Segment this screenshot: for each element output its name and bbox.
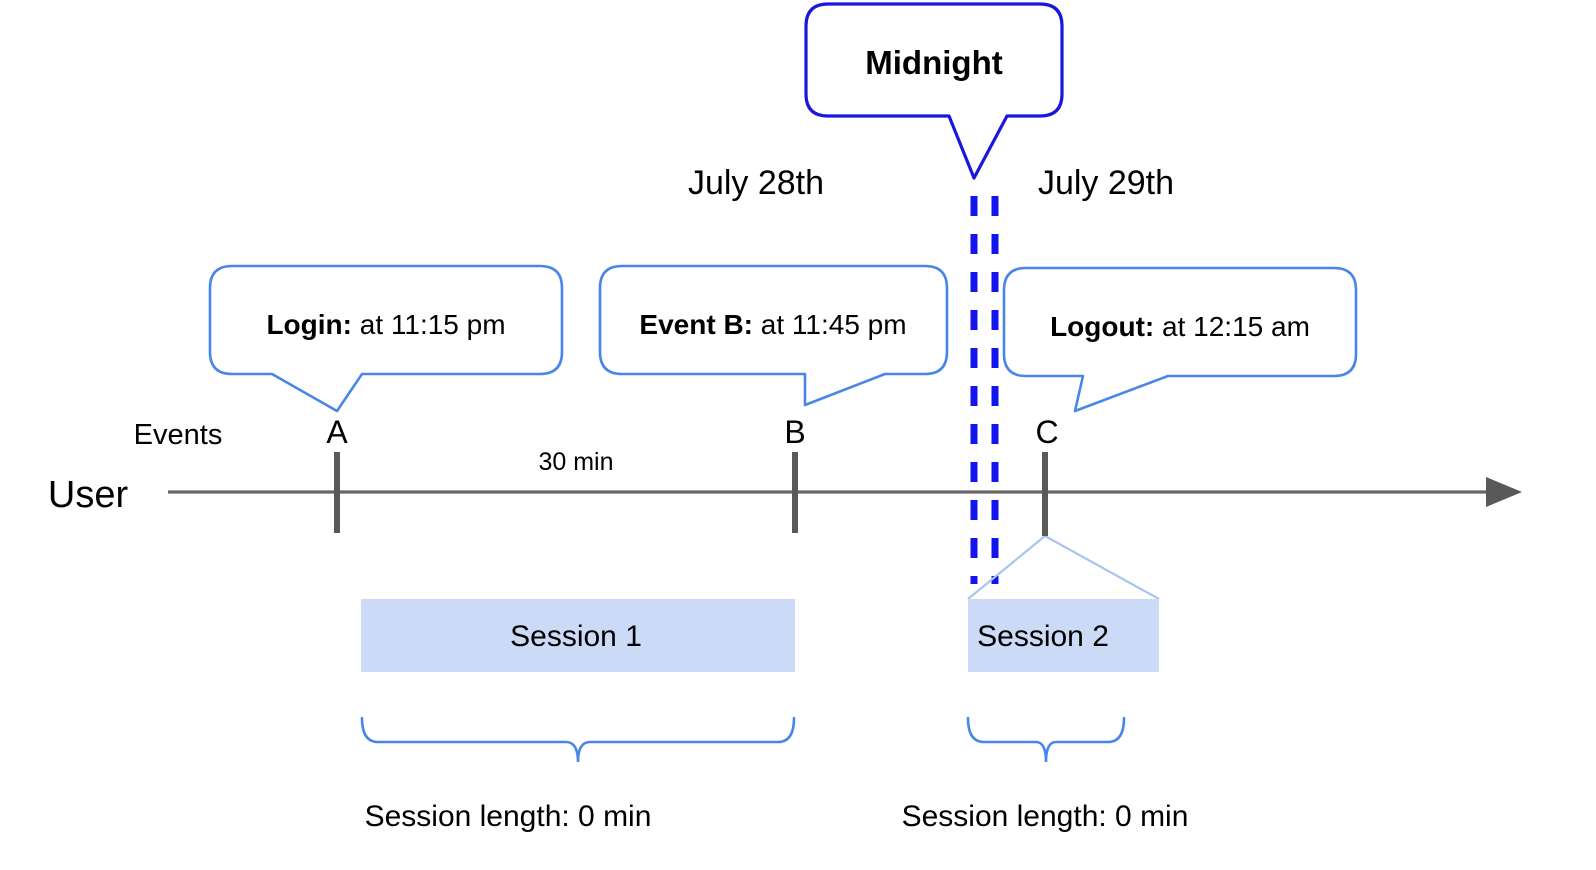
callout-event-b-shape[interactable] [598,264,949,407]
event-b-bubble-path [598,264,949,407]
callout-login-shape[interactable] [208,264,564,413]
axis-arrowhead [1486,477,1522,507]
timeline-axis [168,477,1522,507]
event-letter-b: B [784,414,805,450]
day-label-left: July 28th [688,164,824,202]
callout-login-rest: at 11:15 pm [352,309,506,340]
midnight-bubble-path [804,2,1064,180]
session-1-brace-path [360,716,796,763]
callout-event-b-rest: at 11:45 pm [753,309,907,340]
session-2-connector [967,535,1160,600]
event-tick-marks [334,452,1048,536]
interval-label-30min: 30 min [538,448,613,476]
callout-midnight-shape[interactable] [804,2,1064,180]
callout-event-b-bold: Event B: [639,309,753,340]
session-2-brace [966,716,1126,763]
callout-logout-text: Logout: at 12:15 am [1050,311,1310,342]
session-1-brace [360,716,796,763]
midnight-dashed-lines [970,196,999,584]
callout-event-b-text: Event B: at 11:45 pm [639,309,906,340]
event-letter-a: A [326,414,348,450]
logout-bubble-path [1002,266,1358,413]
session-1-label: Session 1 [510,620,642,653]
callout-logout-rest: at 12:15 am [1154,311,1310,342]
session-2-connector-lines [967,535,1160,600]
user-row-label: User [48,474,129,516]
day-label-right: July 29th [1038,164,1174,202]
callout-login-bold: Login: [266,309,352,340]
session-2-label: Session 2 [977,620,1109,653]
events-row-label: Events [134,419,223,451]
callout-logout-shape[interactable] [1002,266,1358,413]
callout-logout-bold: Logout: [1050,311,1154,342]
login-bubble-path [208,264,564,413]
midnight-label: Midnight [865,44,1002,81]
session-1-box[interactable] [361,599,795,672]
event-letter-c: C [1035,414,1058,450]
session-1-length-label: Session length: 0 min [365,800,652,833]
callout-login-text: Login: at 11:15 pm [266,309,505,340]
session-2-brace-path [966,716,1126,763]
session-2-length-label: Session length: 0 min [902,800,1189,833]
session-2-box[interactable] [968,599,1159,672]
